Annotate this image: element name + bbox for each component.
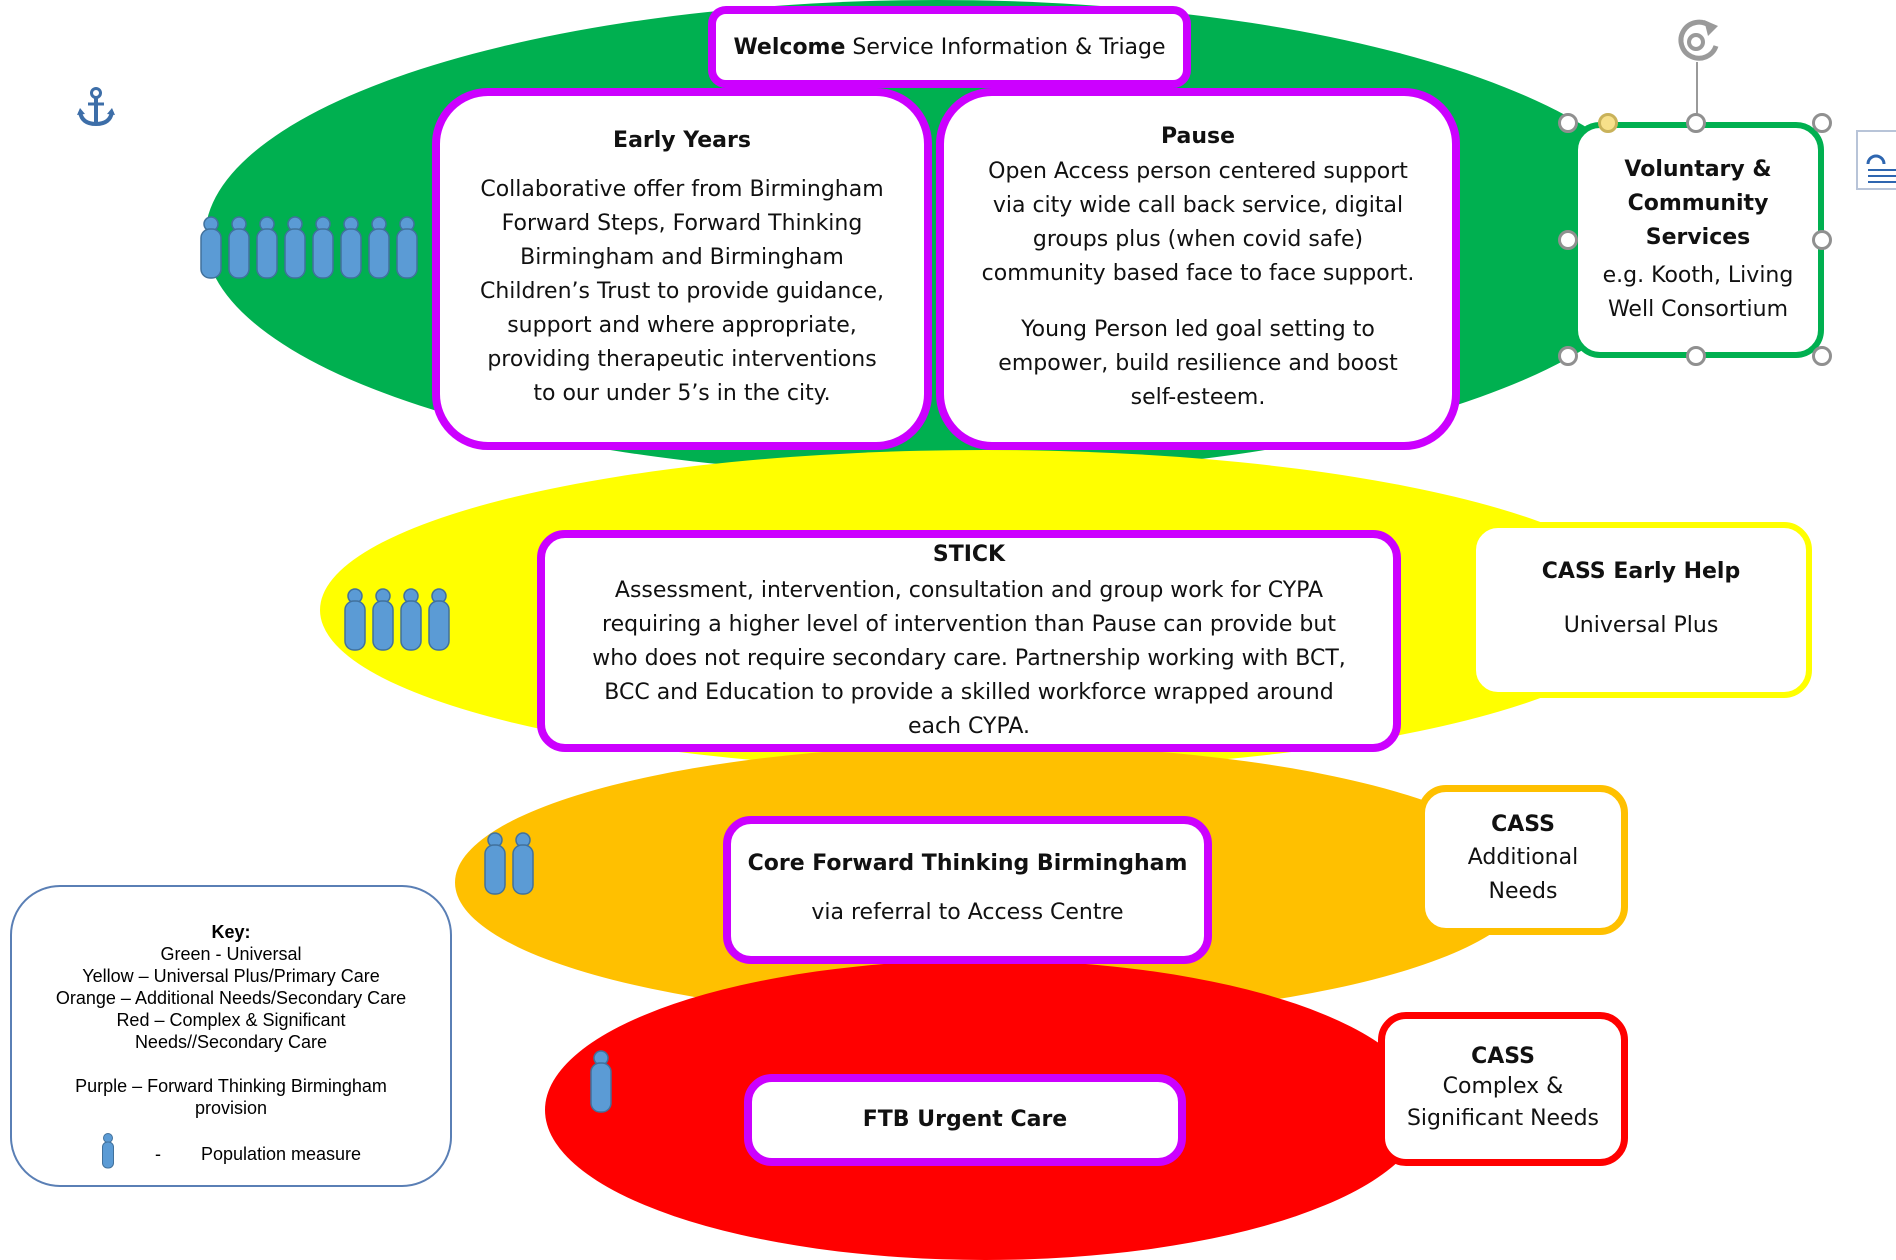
cass-complex-body: Complex & Significant Needs [1406,1074,1600,1132]
key-green: Green - Universal [160,944,302,964]
cass-additional-needs-box: CASS Additional Needs [1418,785,1628,935]
voluntary-title: Voluntary & Community Services [1624,157,1772,250]
population-figures-green [198,216,420,280]
population-figures-orange [482,832,536,896]
rotate-handle-icon[interactable] [1668,12,1732,70]
welcome-text: Service Information & Triage [845,34,1166,60]
population-figure-icon [342,588,368,652]
early-years-body: Collaborative offer from Birmingham Forw… [480,177,884,407]
cass-early-help-box: CASS Early Help Universal Plus [1470,522,1812,698]
resize-handle-top-left[interactable] [1558,113,1578,133]
population-figure-icon [198,216,224,280]
population-figure-icon [366,216,392,280]
rotate-handle-line [1696,62,1698,122]
core-ftb-box: Core Forward Thinking Birmingham via ref… [723,816,1212,964]
population-figure-icon [482,832,508,896]
population-figure-icon [310,216,336,280]
resize-handle-bottom-right[interactable] [1812,346,1832,366]
cass-complex-needs-box: CASS Complex & Significant Needs [1378,1012,1628,1166]
voluntary-community-box[interactable]: Voluntary & Community Services e.g. Koot… [1572,122,1824,358]
resize-handle-top-right[interactable] [1812,113,1832,133]
population-figure-icon [398,588,424,652]
key-orange: Orange – Additional Needs/Secondary Care [55,988,407,1008]
pause-title: Pause [1160,123,1236,149]
cass-complex-title: CASS [1471,1043,1535,1069]
pause-body-2: Young Person led goal setting to empower… [998,317,1398,411]
population-figure-icon [101,1133,115,1174]
core-ftb-body: via referral to Access Centre [811,900,1124,926]
key-dash: - [154,1143,161,1164]
cass-early-help-title: CASS Early Help [1541,559,1741,584]
early-years-box: Early Years Collaborative offer from Bir… [432,88,932,450]
layout-options-icon[interactable] [1856,130,1896,190]
key-yellow: Yellow – Universal Plus/Primary Care [82,966,380,986]
adjust-handle[interactable] [1598,113,1618,133]
population-figure-icon [226,216,252,280]
key-legend: Key: Green - Universal Yellow – Universa… [10,885,452,1187]
population-figure-icon [394,216,420,280]
anchor-icon[interactable] [76,86,116,128]
key-population: Population measure [200,1143,362,1164]
core-ftb-title: Core Forward Thinking Birmingham [747,850,1188,876]
key-red-1: Red – Complex & Significant [116,1010,346,1030]
population-figure-icon [282,216,308,280]
cass-additional-title: CASS [1491,811,1555,837]
stick-title: STICK [932,542,1006,567]
ftb-urgent-title: FTB Urgent Care [862,1106,1068,1132]
population-figure-icon [426,588,452,652]
cass-additional-body: Additional Needs [1467,845,1579,905]
welcome-bold: Welcome [733,34,846,60]
resize-handle-left[interactable] [1558,230,1578,250]
population-figure-icon [588,1050,614,1114]
ftb-urgent-care-box: FTB Urgent Care [744,1074,1186,1166]
population-figure-icon [338,216,364,280]
early-years-title: Early Years [613,127,751,153]
resize-handle-bottom-left[interactable] [1558,346,1578,366]
key-red-2: Needs//Secondary Care [134,1032,328,1052]
key-purple-1: Purple – Forward Thinking Birmingham [75,1076,387,1096]
resize-handle-bottom[interactable] [1686,346,1706,366]
stick-body: Assessment, intervention, consultation a… [592,578,1346,739]
pause-body-1: Open Access person centered support via … [981,159,1415,287]
key-title: Key: [211,922,251,942]
welcome-box: Welcome Service Information & Triage [708,6,1191,88]
population-figures-red [588,1050,614,1114]
resize-handle-right[interactable] [1812,230,1832,250]
key-purple-2: provision [194,1098,268,1118]
cass-early-help-body: Universal Plus [1563,612,1719,638]
population-figure-icon [370,588,396,652]
stick-box: STICK Assessment, intervention, consulta… [537,530,1401,752]
population-figures-yellow [342,588,452,652]
voluntary-body: e.g. Kooth, Living Well Consortium [1602,263,1794,322]
pause-box: Pause Open Access person centered suppor… [936,88,1460,450]
resize-handle-top[interactable] [1686,113,1706,133]
population-figure-icon [510,832,536,896]
population-figure-icon [254,216,280,280]
